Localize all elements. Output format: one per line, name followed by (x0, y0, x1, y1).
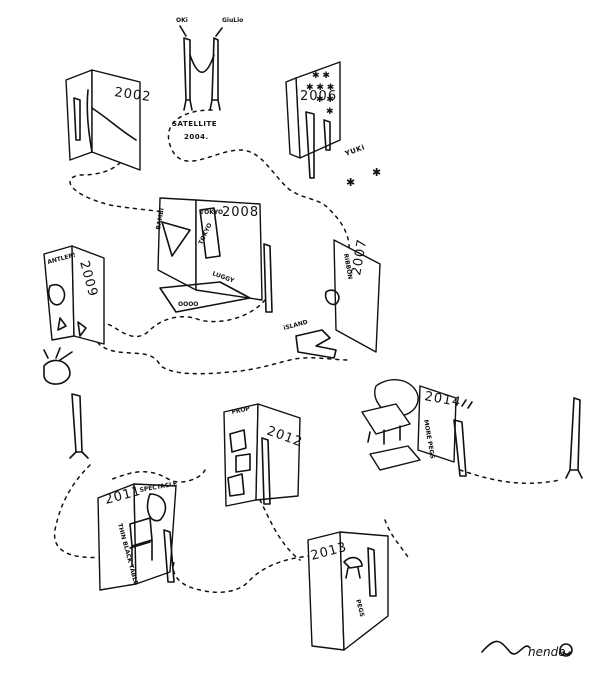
snowflake-icon: ✱ (372, 166, 381, 179)
smiley-icon (559, 643, 573, 657)
svg-text:OOOO: OOOO (178, 301, 198, 308)
screen-2009: ANTLER! 2009 (43, 245, 105, 459)
svg-text:✱ ✱ ✱: ✱ ✱ ✱ (306, 83, 334, 93)
label-bambi: BAMBi (155, 208, 166, 231)
standing-peg-figure (565, 397, 583, 479)
screen-2008: OOOO 2008 BAMBi TOKYO TOKYO LUGGY (155, 197, 273, 313)
svg-text:✱ ✱: ✱ ✱ (312, 71, 330, 81)
label-prop: PROP (231, 405, 251, 416)
screen-2014: 2014 MORE PEGS (361, 378, 473, 477)
screen-2002: 2002 (65, 69, 152, 171)
satellite-year: 2004. (184, 133, 209, 141)
screen-2012: PROP 2012 (223, 403, 305, 507)
label-ribbon: RiBBON (342, 253, 353, 280)
figure-label-oki: OKi (176, 17, 188, 24)
figure-label-giulio: GiuLio (222, 17, 243, 24)
label-yuki: YUKi (343, 143, 366, 158)
label-pegs: PEGS (354, 599, 365, 618)
screen-2013: 2013 PEGS (307, 531, 389, 651)
label-tokyo: TOKYO (200, 209, 223, 216)
screen-2006: ✱ ✱ ✱ ✱ ✱ ✱ ✱ ✱ 2006 YUKi ✱ ✱ (285, 61, 381, 189)
svg-text:✱ ✱: ✱ ✱ (316, 95, 334, 105)
screen-2011: 2011 SPECTACLE THIN BLACK TABLE (97, 481, 178, 591)
oki-giulio-figures: OKi GiuLio (176, 17, 243, 111)
year-2014: 2014 (423, 389, 462, 410)
satellite-title: SATELLITE (172, 120, 217, 128)
year-2008: 2008 (222, 205, 259, 220)
year-2002: 2002 (113, 85, 152, 105)
satellite-2004-label: SATELLITE 2004. (172, 120, 217, 141)
signature-text: nendo (528, 645, 566, 659)
snowflake-icon: ✱ (346, 176, 355, 189)
svg-text:✱: ✱ (326, 107, 334, 117)
snowflake-pattern: ✱ ✱ ✱ ✱ ✱ ✱ ✱ ✱ (306, 71, 334, 117)
screen-2007: RiBBON 2007 iSLAND (283, 238, 381, 359)
year-2006: 2006 (300, 89, 337, 104)
year-2007: 2007 (349, 238, 370, 277)
dashed-timeline-path (53, 109, 561, 614)
nendo-signature: nendo (481, 640, 573, 659)
label-island: iSLAND (283, 319, 309, 332)
